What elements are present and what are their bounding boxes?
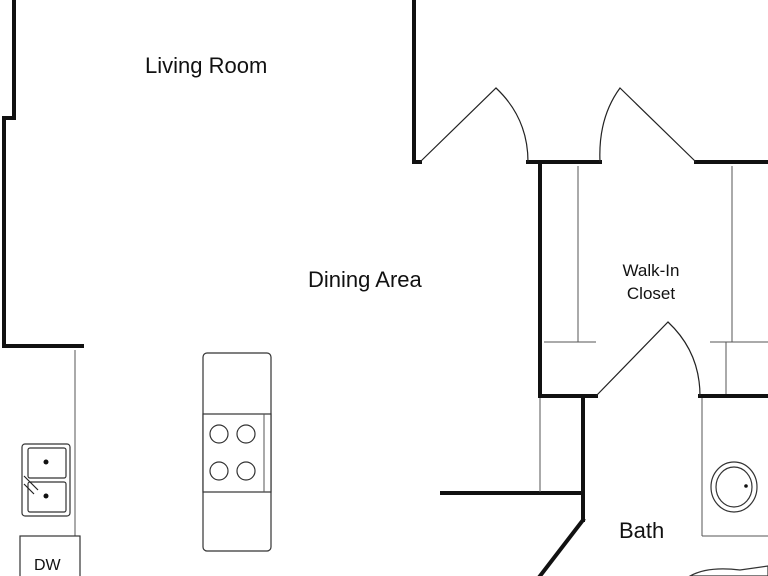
dishwasher-label: DW xyxy=(34,557,62,574)
bedroom-door-right xyxy=(599,87,697,163)
drain-icon xyxy=(43,459,49,465)
toilet-icon xyxy=(688,565,768,576)
burner-icon xyxy=(209,461,229,481)
drain-icon xyxy=(744,484,748,488)
thin-lines xyxy=(74,166,768,576)
faucet-icon xyxy=(23,475,39,495)
cooktop xyxy=(202,413,272,493)
doors xyxy=(419,87,701,397)
kitchen-island xyxy=(202,352,272,552)
living-room-left-wall xyxy=(2,0,16,348)
bath-fixtures xyxy=(688,461,768,576)
burner-icon xyxy=(236,424,256,444)
closet-left-wall xyxy=(538,160,598,398)
burner-icon xyxy=(209,424,229,444)
dining-area-label: Dining Area xyxy=(308,267,423,292)
walk-in-closet-label-line1: Walk-In xyxy=(623,261,680,280)
bedroom-door-left xyxy=(419,87,529,163)
kitchen-sink xyxy=(21,443,71,517)
drain-icon xyxy=(43,493,49,499)
burner-icon xyxy=(236,461,256,481)
living-room-label: Living Room xyxy=(145,53,267,78)
bath-sink-basin xyxy=(715,466,753,508)
closet-door xyxy=(595,321,701,397)
bath-label: Bath xyxy=(619,518,664,543)
dishwasher xyxy=(19,535,81,576)
walk-in-closet-label-line2: Closet xyxy=(627,284,675,303)
bedroom-wall-left xyxy=(412,0,422,164)
bath-bottom-left-wall xyxy=(537,517,586,576)
